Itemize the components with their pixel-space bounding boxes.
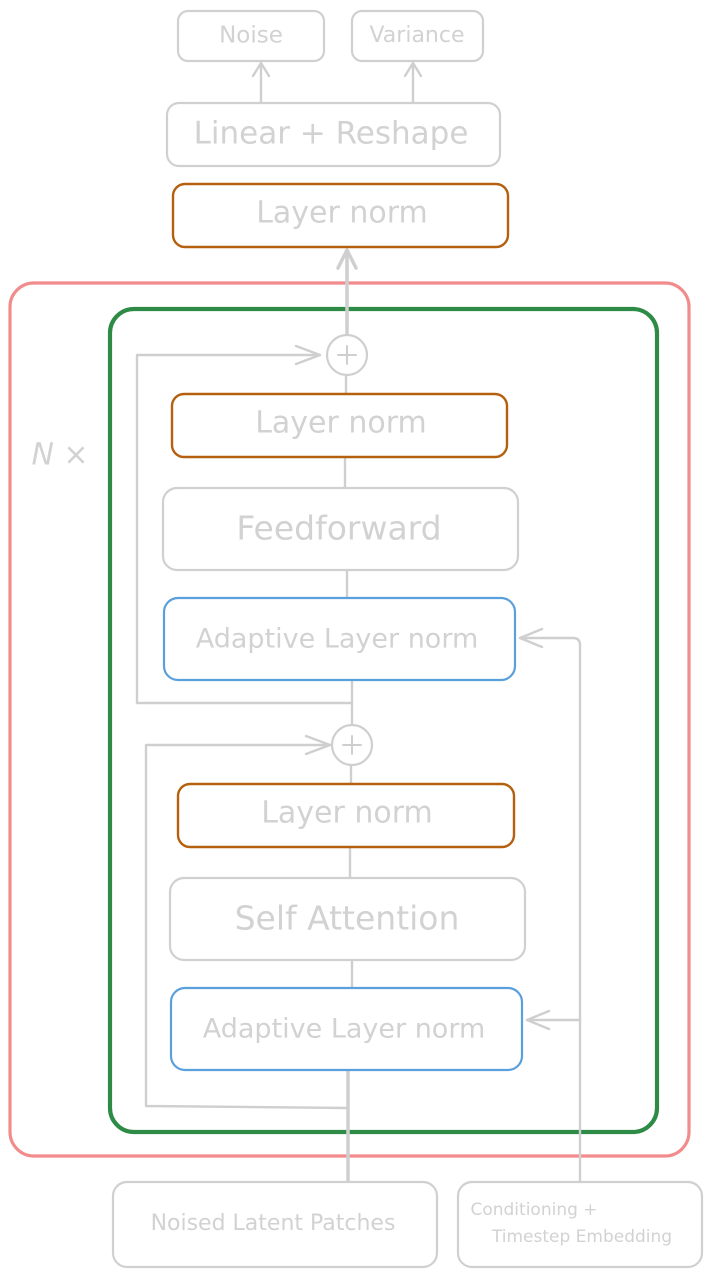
noised-latent-patches-label: Noised Latent Patches [151, 1211, 396, 1236]
mlp-adaptive-layer-norm-label: Adaptive Layer norm [196, 624, 479, 655]
noised-latent-patches-node: Noised Latent Patches [111, 1180, 439, 1269]
mlp-residual-arrowhead [294, 344, 322, 366]
mlp-layer-norm-node: Layer norm [170, 392, 509, 459]
conditioning-label-line1: Conditioning + [470, 1200, 597, 1220]
self-attention-node: Self Attention [168, 876, 527, 962]
feedforward-node: Feedforward [161, 486, 520, 572]
self-attention-label: Self Attention [235, 899, 460, 938]
conditioning-attn-arrowhead [525, 1009, 551, 1031]
attention-residual-add-node [330, 723, 374, 767]
block-output-arrowhead [336, 248, 358, 270]
linear-reshape-label: Linear + Reshape [194, 116, 469, 152]
mlp-residual-add-node [325, 333, 369, 377]
attention-layer-norm-label: Layer norm [261, 796, 433, 831]
mlp-adaptive-layer-norm-node: Adaptive Layer norm [162, 596, 517, 682]
attention-residual-skip-wire [144, 743, 350, 1110]
conditioning-mlp-arrowhead [518, 627, 544, 649]
linear-reshape-node: Linear + Reshape [165, 101, 502, 168]
final-layer-norm-label: Layer norm [256, 196, 428, 231]
noise-output-label: Noise [219, 23, 283, 49]
attention-adaptive-layer-norm-node: Adaptive Layer norm [169, 986, 524, 1072]
repeat-count-label: N × [31, 438, 88, 473]
final-layer-norm-node: Layer norm [171, 182, 510, 249]
mlp-residual-skip-wire [135, 353, 354, 705]
variance-output-label: Variance [369, 23, 464, 48]
attention-layer-norm-node: Layer norm [176, 782, 516, 849]
attention-residual-arrowhead [304, 734, 332, 756]
variance-output-node: Variance [350, 9, 485, 63]
attention-adaptive-layer-norm-label: Adaptive Layer norm [203, 1014, 486, 1045]
noise-output-node: Noise [176, 9, 326, 63]
to-variance-arrowhead [403, 61, 423, 78]
conditioning-label-line2: Timestep Embedding [491, 1227, 672, 1247]
conditioning-main-wire [518, 636, 582, 1184]
conditioning-embedding-node: Conditioning + Timestep Embedding [456, 1180, 704, 1269]
mlp-layer-norm-label: Layer norm [255, 406, 427, 441]
feedforward-label: Feedforward [236, 509, 441, 548]
transformer-block-inner-frame [107, 306, 660, 1135]
to-noise-arrowhead [251, 61, 271, 78]
